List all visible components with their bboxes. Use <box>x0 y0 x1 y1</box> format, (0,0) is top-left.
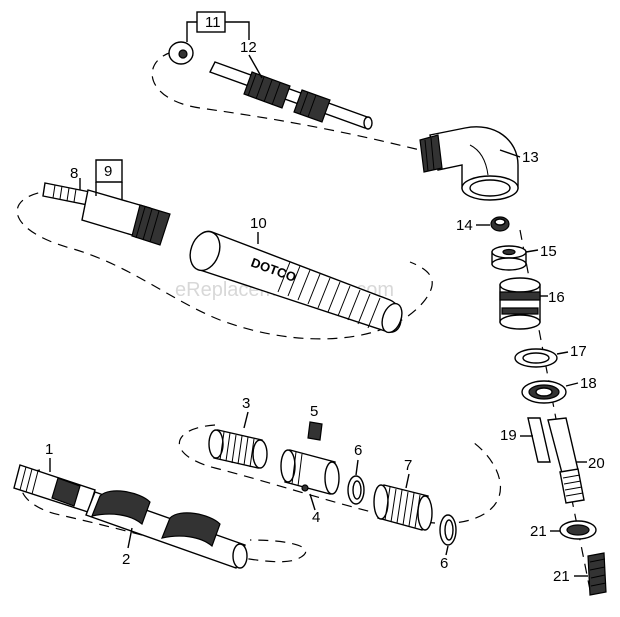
callout-20: 20 <box>588 455 605 472</box>
assembly-loop-top <box>151 51 421 151</box>
callout-18: 18 <box>580 375 597 392</box>
part-9-rotor: 9 <box>81 159 171 246</box>
part-4-collar: 4 <box>280 449 340 526</box>
callout-4: 4 <box>312 509 320 526</box>
part-21-collet: 21 <box>553 552 607 596</box>
part-18-bearing: 18 <box>521 375 597 404</box>
callout-1: 1 <box>45 441 53 458</box>
part-17-ring: 17 <box>514 343 587 368</box>
callout-19: 19 <box>500 427 517 444</box>
callout-12: 12 <box>240 39 257 56</box>
part-19-key: 19 <box>500 417 551 463</box>
callout-21b: 21 <box>553 568 570 585</box>
callout-3: 3 <box>242 395 250 412</box>
callout-6a: 6 <box>354 442 362 459</box>
part-1-inlet-fitting: 1 <box>13 441 96 513</box>
part-11-washer <box>168 41 194 65</box>
assembly-loop-lower <box>178 424 501 524</box>
part-10-housing: DOTCO 10 <box>189 215 403 334</box>
part-15-spacer: 15 <box>491 243 557 271</box>
part-3-threaded-sleeve: 3 <box>208 395 268 469</box>
part-8-shaft: 8 <box>42 165 91 206</box>
callout-8: 8 <box>70 165 78 182</box>
callout-10: 10 <box>250 215 267 232</box>
callout-15: 15 <box>540 243 557 260</box>
callout-6b: 6 <box>440 555 448 572</box>
callout-group-11-12: 11 12 <box>186 11 263 79</box>
part-13-angle-head: 13 <box>419 126 539 201</box>
part-16-gear-housing: 16 <box>499 277 565 330</box>
part-20-spindle: 20 <box>547 417 605 504</box>
part-14-bearing: 14 <box>456 216 510 234</box>
callout-7: 7 <box>404 457 412 474</box>
assembly-loop-middle <box>16 189 433 340</box>
part-6-oring-b: 6 <box>439 514 457 572</box>
part-7-knurled-nut: 7 <box>373 457 433 531</box>
part-21-nut: 21 <box>530 520 597 540</box>
callout-5: 5 <box>310 403 318 420</box>
callout-11: 11 <box>205 14 221 31</box>
part-12-rod-assembly <box>209 61 373 130</box>
callout-21a: 21 <box>530 523 547 540</box>
part-2-inlet-sleeve: 2 <box>85 490 248 569</box>
callout-13: 13 <box>522 149 539 166</box>
part-5-set-screw: 5 <box>307 403 323 441</box>
callout-2: 2 <box>122 551 130 568</box>
callout-16: 16 <box>548 289 565 306</box>
callout-9: 9 <box>104 163 112 180</box>
callout-17: 17 <box>570 343 587 360</box>
callout-14: 14 <box>456 217 473 234</box>
part-6-oring-a: 6 <box>347 442 365 505</box>
